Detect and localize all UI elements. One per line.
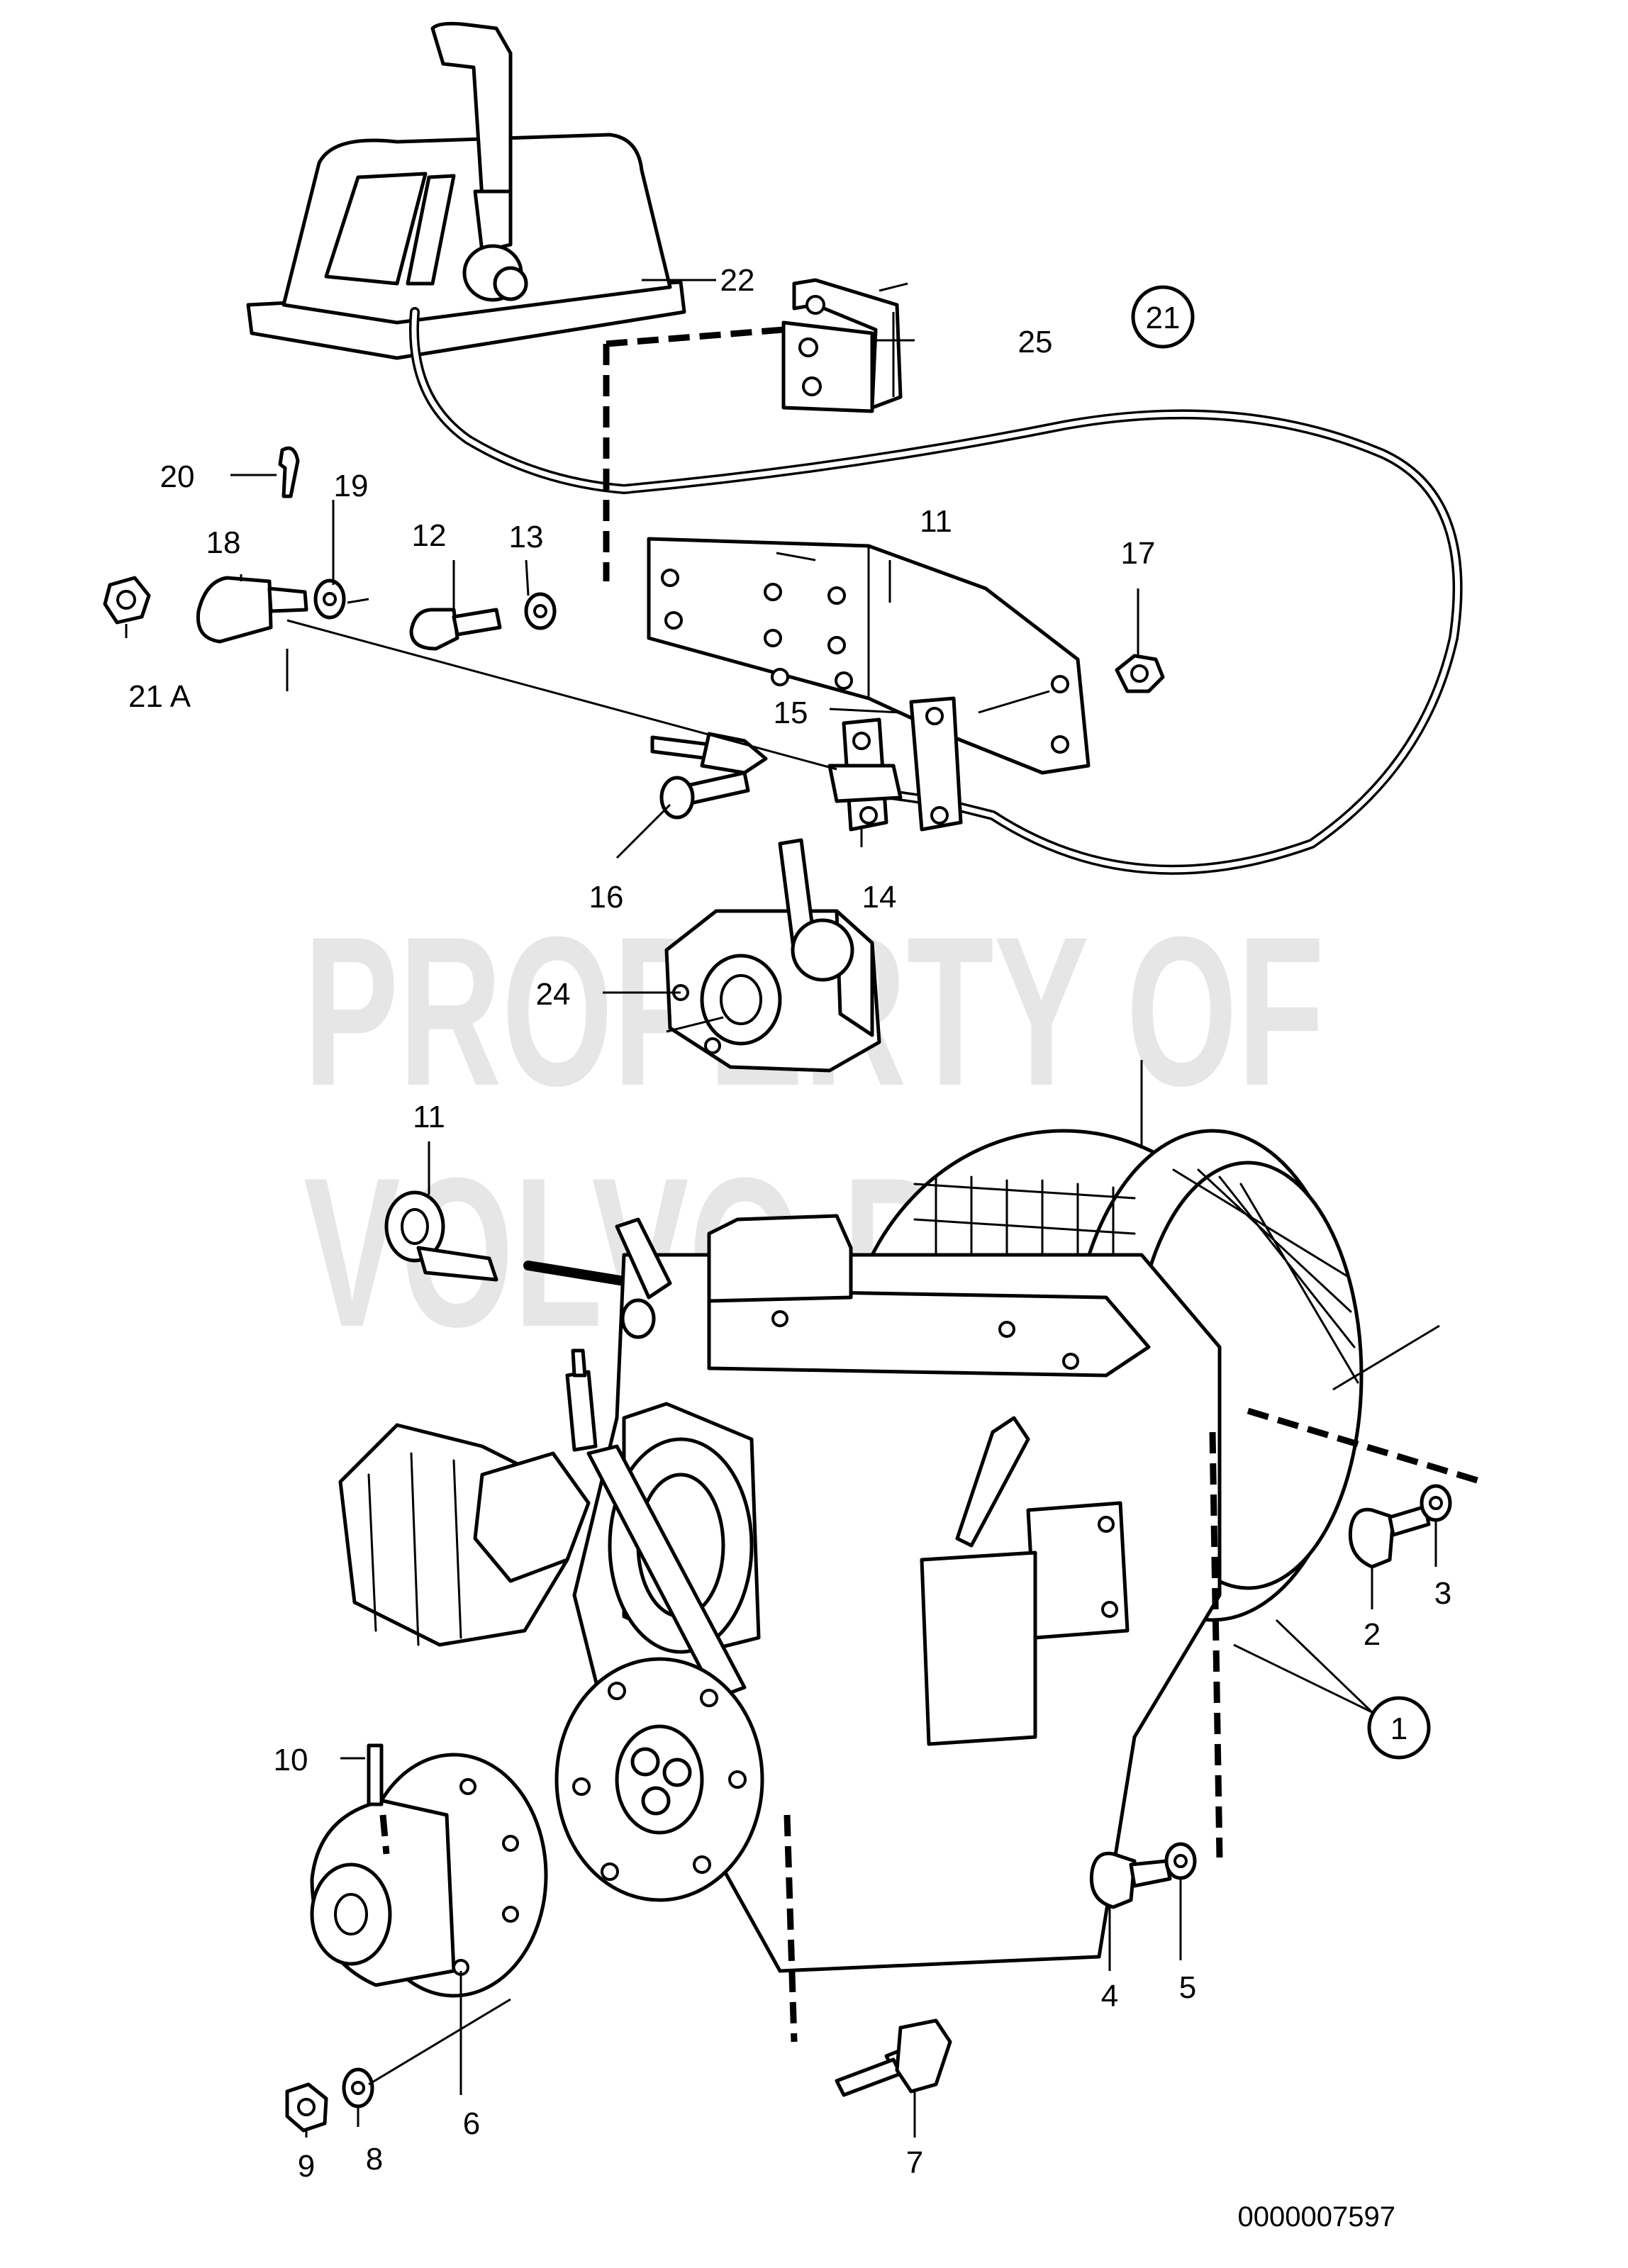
callout-circle-1 — [1367, 1696, 1431, 1760]
callout-19: 19 — [334, 469, 369, 503]
control-cable — [409, 307, 1463, 875]
callout-3: 3 — [1434, 1576, 1451, 1611]
mounting-plate-11 — [647, 537, 1091, 775]
callout-1: 1 — [1390, 1711, 1407, 1746]
bracket-25 — [781, 278, 903, 413]
cable-clip-11 — [384, 1190, 686, 1295]
callout-10: 10 — [274, 1743, 308, 1777]
callout-4: 4 — [1101, 1979, 1118, 2013]
servo-unit-24 — [664, 838, 881, 1073]
callout-6: 6 — [463, 2106, 480, 2141]
callout-8: 8 — [366, 2142, 383, 2177]
callout-22: 22 — [720, 263, 755, 298]
callout-13: 13 — [509, 520, 544, 554]
cable-clamp-14 — [827, 696, 963, 832]
bolt-4-washer-5 — [1089, 1842, 1197, 1909]
callout-labels: 21 22 25 20 19 18 12 13 11 17 21 A 15 16… — [128, 263, 1451, 2184]
callout-16: 16 — [589, 880, 624, 915]
callout-9: 9 — [298, 2149, 315, 2184]
nut-9-washer-8 — [285, 1998, 511, 2133]
gearbox-assembly — [338, 1129, 1364, 1973]
callout-15: 15 — [774, 696, 808, 730]
callout-5: 5 — [1179, 1970, 1196, 2005]
screw-16 — [659, 771, 750, 820]
callout-2: 2 — [1364, 1617, 1381, 1652]
callout-14: 14 — [862, 880, 897, 915]
housing-grid — [913, 1175, 1136, 1331]
callout-21: 21 — [1146, 301, 1181, 335]
bolt-7 — [835, 2018, 952, 2097]
coupling-flange-6 — [310, 1753, 548, 1998]
bolt-2-washer-3 — [1348, 1484, 1452, 1569]
callout-21a: 21 A — [128, 679, 191, 714]
callout-11-lower: 11 — [413, 1100, 445, 1134]
callout-18: 18 — [206, 525, 241, 560]
document-number: 0000007597 — [1238, 2201, 1395, 2233]
callout-20: 20 — [160, 459, 195, 494]
pin-10 — [367, 1743, 384, 1806]
callout-12: 12 — [412, 518, 447, 553]
callout-7: 7 — [906, 2145, 923, 2180]
assembly-lines — [379, 326, 1483, 2043]
callout-circle-21 — [1131, 285, 1195, 349]
callout-11-upper: 11 — [920, 504, 952, 539]
callout-24: 24 — [536, 977, 571, 1012]
callout-17: 17 — [1121, 536, 1156, 571]
small-hardware — [103, 446, 1165, 693]
callout-25: 25 — [1018, 325, 1053, 359]
cable-end-rod — [286, 619, 837, 775]
control-lever-housing — [246, 21, 686, 360]
